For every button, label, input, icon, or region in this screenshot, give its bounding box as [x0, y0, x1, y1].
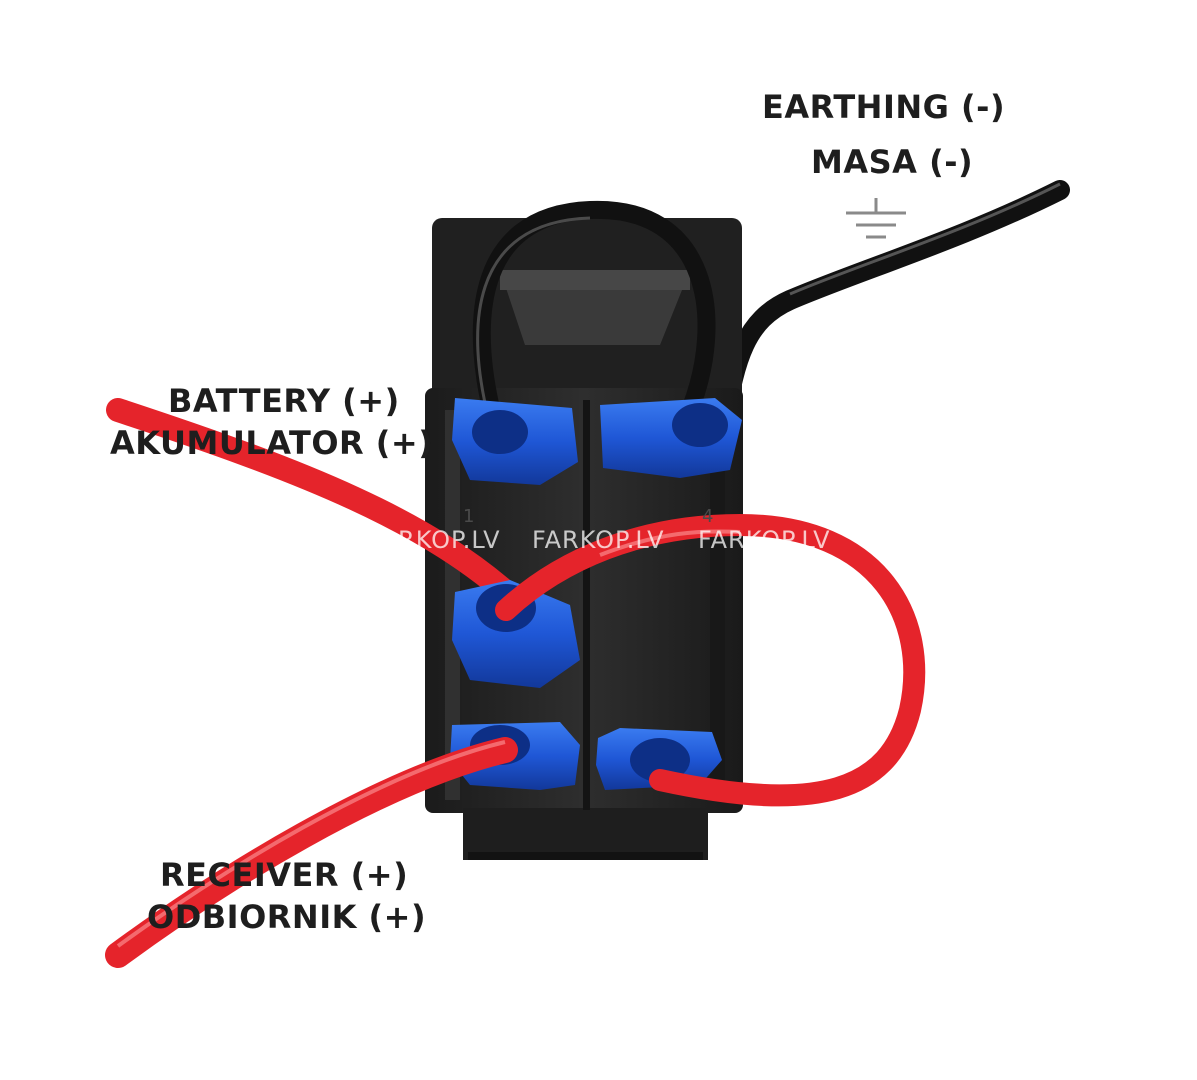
odbiornik-label: ODBIORNIK (+) [147, 898, 427, 936]
masa-label: MASA (-) [811, 143, 974, 181]
receiver-wire-red [105, 737, 518, 968]
watermark-2: FARKOP.LV [532, 526, 665, 554]
pin-number-4: 4 [702, 506, 713, 527]
watermark-1: FARKOP.LV [368, 526, 501, 554]
jumper-wire-black [472, 200, 716, 434]
ground-symbol-icon [846, 198, 906, 239]
rocker-switch-body [425, 218, 743, 860]
terminal-bottom-right [596, 728, 722, 790]
terminal-top-right [600, 398, 742, 478]
earthing-label: EARTHING (-) [762, 88, 1006, 126]
jumper-wire-red [495, 513, 926, 807]
battery-wire-red [106, 398, 532, 617]
akumulator-label: AKUMULATOR (+) [110, 424, 434, 462]
watermark-3: FARKOP.LV [698, 526, 831, 554]
terminal-top-left [452, 398, 578, 485]
pin-number-1: 1 [463, 506, 474, 527]
receiver-label: RECEIVER (+) [160, 856, 409, 894]
battery-label: BATTERY (+) [168, 382, 400, 420]
